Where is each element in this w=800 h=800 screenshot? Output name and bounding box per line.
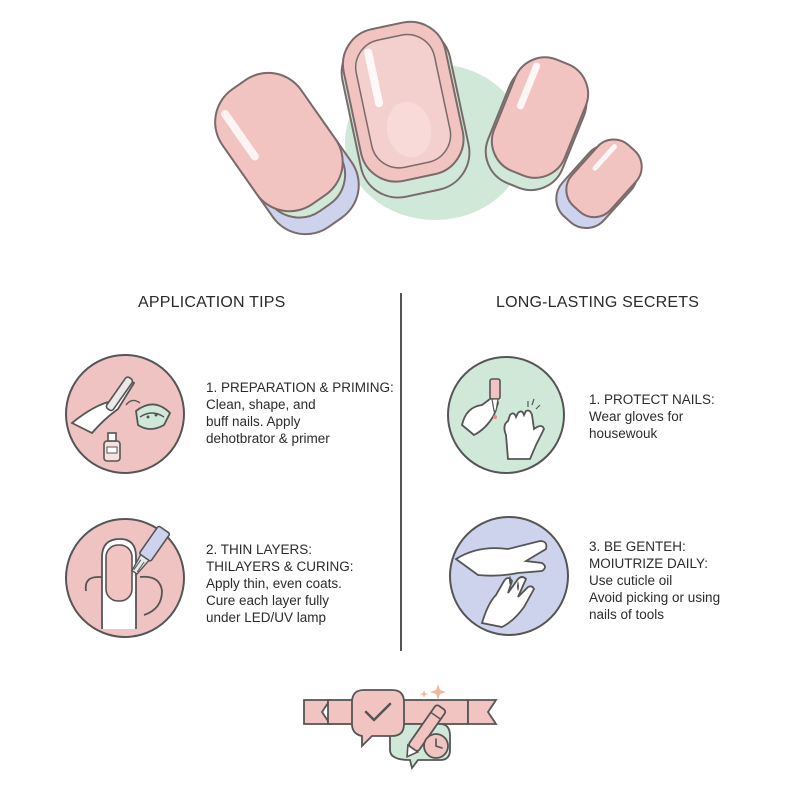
clock-icon <box>423 733 449 759</box>
footer-icons <box>300 684 500 774</box>
sparkle-icon <box>420 684 446 700</box>
tip-be-gentle-moisturize: 3. BE GENTEH: MOIUTRIZE DAILY: Use cutic… <box>589 539 721 622</box>
tip-preparation-priming: 1. PREPARATION & PRIMING: Clean, shape, … <box>206 380 394 446</box>
column-divider <box>400 293 402 651</box>
brush-thin-layers-icon <box>64 517 186 639</box>
gloves-and-oil-dropper-icon <box>446 355 566 475</box>
tip-protect-nails: 1. PROTECT NAILS: Wear gloves for housew… <box>589 392 715 441</box>
checkmark-chat-bubble-icon <box>351 689 405 749</box>
hands-cuticle-oil-icon <box>448 515 570 637</box>
application-tips-title: APPLICATION TIPS <box>138 294 286 311</box>
nails-illustration <box>0 0 800 260</box>
pen-icon <box>406 704 447 759</box>
long-lasting-secrets-title: LONG-LASTING SECRETS <box>496 294 700 311</box>
tip-thin-layers-curing: 2. THIN LAYERS: THILAYERS & CURING: Appl… <box>206 542 354 625</box>
nail-file-and-primer-icon <box>64 353 186 475</box>
